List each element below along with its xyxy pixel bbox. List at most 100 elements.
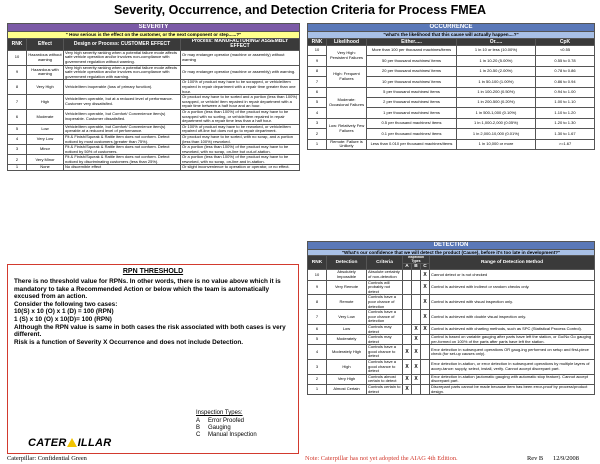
- severity-rank: 5: [7, 123, 27, 135]
- occurrence-cpk: 0.55 to 0.78: [535, 55, 595, 67]
- detection-level: Moderately High: [326, 344, 367, 361]
- detection-mark-c: X: [420, 294, 430, 311]
- occurrence-or: 1 in 500-1,000 (0.10%): [456, 107, 536, 119]
- detection-range: Error detection in subsequent operations…: [428, 344, 596, 361]
- detection-range: Control is achieved with indirect or ran…: [428, 279, 596, 296]
- severity-effect: Low: [26, 123, 64, 135]
- severity-customer-effect: Fit & Finish/Squeak & Rattle item does n…: [63, 154, 181, 166]
- rpn-heading: RPN THRESHOLD: [122, 268, 184, 275]
- detection-range: Cannot detect or is not checked: [428, 269, 596, 281]
- severity-rank: 8: [7, 79, 27, 96]
- detection-rank: 9: [307, 279, 327, 296]
- detection-mark-a: [402, 279, 412, 296]
- detection-rank: 7: [307, 309, 327, 325]
- detection-mark-a: [402, 269, 412, 281]
- detection-col-inspection: Inspection Types: [402, 255, 430, 265]
- severity-rank: 10: [7, 49, 27, 66]
- severity-customer-effect: Fit & Finish/Squeak & Rattle item does n…: [63, 144, 181, 156]
- occurrence-or: 1 in 10 or less (10.00%): [456, 44, 536, 57]
- occurrence-col-rnk: RNK: [307, 38, 327, 46]
- occurrence-rank: 4: [307, 107, 327, 119]
- severity-process-effect: Or product may have to be sorted and a p…: [180, 94, 300, 110]
- footer-classification: Caterpillar: Confidential Green: [7, 455, 87, 462]
- occurrence-rank: 8: [307, 65, 327, 78]
- detection-range: Discrepant parts cannot be made because …: [428, 384, 596, 396]
- detection-level: Remote: [326, 294, 367, 311]
- detection-mark-c: X: [420, 279, 430, 296]
- rpn-threshold-box: RPN THRESHOLD There is no threshold valu…: [7, 264, 299, 454]
- detection-mark-a: X: [402, 373, 412, 386]
- severity-col-rnk: RNK: [7, 38, 27, 51]
- severity-customer-effect: Fit & Finish/Squeak & Rattle item does n…: [63, 133, 181, 146]
- detection-mark-b: [411, 269, 421, 281]
- severity-customer-effect: Vehicle/item operable, but Comfort/ Conv…: [63, 123, 181, 135]
- occurrence-either: 10 per thousand machines/ items: [366, 76, 457, 88]
- occurrence-rank: 9: [307, 55, 327, 67]
- detection-col-rnk: RNK: [307, 255, 327, 271]
- severity-rank: 1: [7, 164, 27, 172]
- detection-mark-b: [411, 294, 421, 311]
- severity-process-effect: Or may endanger operator (machine or ass…: [180, 49, 300, 66]
- severity-customer-effect: No discernible effect: [63, 164, 181, 172]
- detection-criteria: Controls may detect: [366, 323, 403, 336]
- occurrence-rank: 10: [307, 44, 327, 57]
- detection-mark-a: [402, 323, 412, 336]
- detection-range: Control is based on variable gauging aft…: [428, 334, 596, 346]
- detection-criteria: Controls almost certain to detect: [366, 373, 403, 386]
- occurrence-col-cpk: CpK: [535, 38, 595, 46]
- detection-criteria: Controls have a poor chance of detection: [366, 309, 403, 325]
- severity-customer-effect: Very high severity ranking when a potent…: [63, 49, 181, 66]
- occurrence-or: 1 in 10-20 (5.00%): [456, 55, 536, 67]
- occurrence-rank: 2: [307, 128, 327, 140]
- footer-revision: Rev B: [527, 455, 544, 462]
- detection-mark-b: X: [411, 323, 421, 336]
- severity-customer-effect: Very high severity ranking when a potent…: [63, 64, 181, 81]
- detection-level: Very Remote: [326, 279, 367, 296]
- severity-effect: High: [26, 94, 64, 110]
- detection-mark-c: [420, 334, 430, 346]
- detection-mark-a: X: [402, 344, 412, 361]
- severity-effect: Hazardous without warning: [26, 49, 64, 66]
- severity-col-effect: Effect: [26, 38, 64, 51]
- occurrence-rank: 6: [307, 86, 327, 98]
- rpn-text-2: Consider the following two cases:: [14, 300, 118, 308]
- severity-rank: 3: [7, 144, 27, 156]
- occurrence-table: OCCURRENCE "what's the likelihood that t…: [307, 23, 595, 150]
- severity-process-effect: Or may endanger operator (machine or ass…: [180, 64, 300, 81]
- detection-mark-c: [420, 344, 430, 361]
- detection-criteria: Controls will probably not detect: [366, 279, 403, 296]
- occurrence-rank: 5: [307, 96, 327, 109]
- severity-process-effect: Or product may have to be sorted, with n…: [180, 133, 300, 146]
- severity-rank: 9: [7, 64, 27, 81]
- detection-col-criteria: Criteria: [366, 255, 403, 271]
- occurrence-rank: 7: [307, 76, 327, 88]
- detection-criteria: Absolute certainty of non-detection: [366, 269, 403, 281]
- detection-rank: 6: [307, 323, 327, 336]
- severity-process-effect: Or 100% of product may have to be rework…: [180, 123, 300, 135]
- detection-mark-b: [411, 384, 421, 396]
- severity-effect: Very Minor: [26, 154, 64, 166]
- detection-criteria: Controls certain to detect: [366, 384, 403, 396]
- occurrence-likelihood: Remote: Failure is Unlikely: [326, 138, 367, 150]
- rpn-case-2: 1 (S) x 10 (O) x 10(D)= 100 (RPN): [14, 315, 112, 323]
- severity-col-design: Design or Process: CUSTOMER EFFECT: [63, 38, 181, 51]
- severity-effect: Very Low: [26, 133, 64, 146]
- severity-col-process: Process: MANUFACTURING/ ASSEMBLY EFFECT: [180, 38, 300, 51]
- occurrence-cpk: 1.30 to 1.67: [535, 128, 595, 140]
- detection-subheading: "What's our confidence that we will dete…: [306, 248, 596, 257]
- occurrence-likelihood: Moderate: Occasional Failures: [326, 86, 367, 119]
